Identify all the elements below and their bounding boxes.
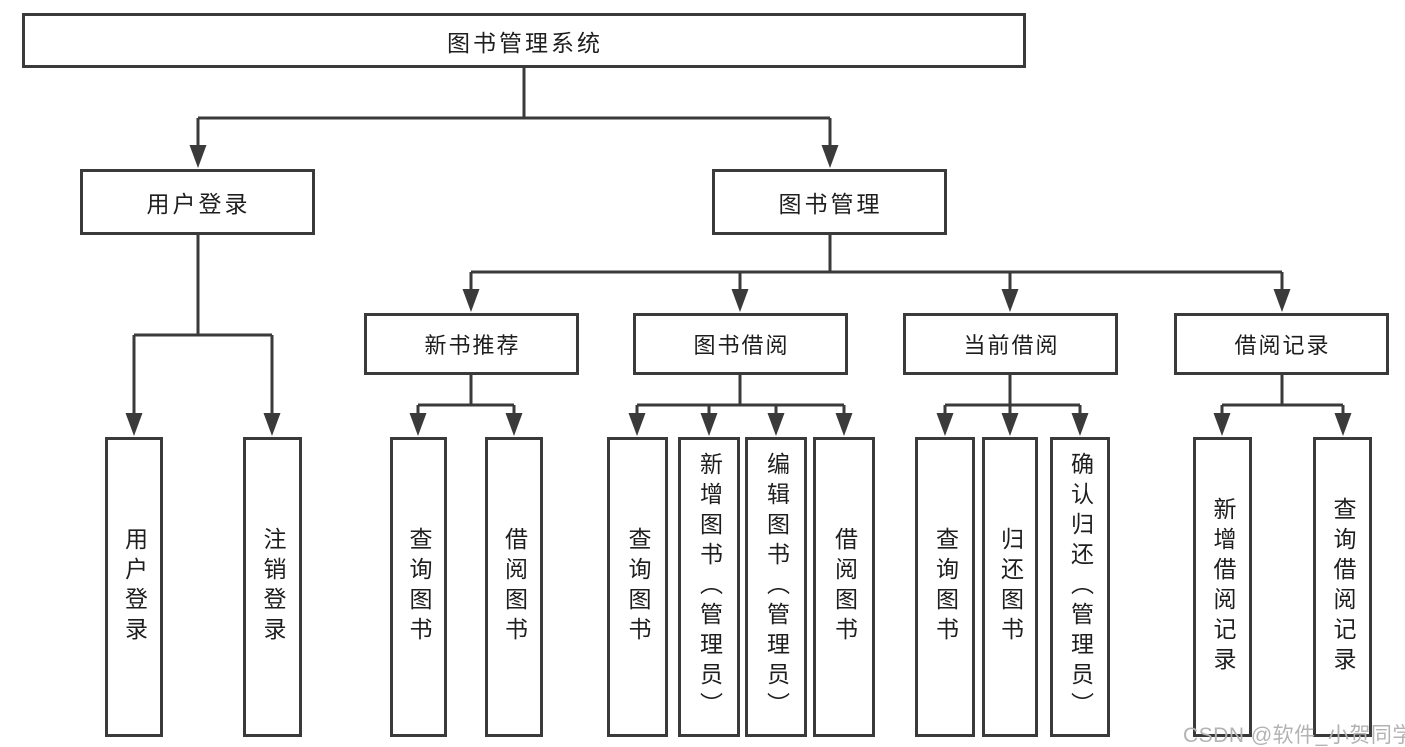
arrow-down-icon [628, 413, 646, 436]
leaf-edit-book-admin-label: 编辑图书（管理员） [763, 452, 790, 722]
leaf-query-books-current-label: 查询图书 [932, 527, 959, 647]
arrow-down-icon [700, 413, 718, 436]
arrow-down-icon [1273, 289, 1291, 312]
arrow-down-icon [462, 289, 480, 312]
node-user-login-label: 用户登录 [146, 191, 251, 217]
arrow-down-icon [835, 413, 853, 436]
leaf-logout-label: 注销登录 [260, 527, 286, 647]
node-new-book-recommend: 新书推荐 [364, 313, 579, 375]
node-new-book-recommend-label: 新书推荐 [424, 333, 521, 358]
connector-root-to-level2 [196, 68, 832, 150]
arrow-down-icon [1001, 413, 1019, 436]
leaf-add-borrow-record-label: 新增借阅记录 [1210, 497, 1236, 677]
arrow-down-icon [189, 145, 207, 168]
arrow-down-icon [1001, 289, 1019, 312]
watermark: CSDN @软件_小贺同学 [1183, 724, 1405, 747]
leaf-return-book: 归还图书 [982, 437, 1038, 737]
leaf-confirm-return-admin-label: 确认归还（管理员） [1067, 452, 1094, 722]
leaf-borrow-books-2-label: 借阅图书 [831, 527, 858, 647]
leaf-query-books-recommend-label: 查询图书 [406, 527, 432, 647]
leaf-borrow-books-recommend: 借阅图书 [485, 437, 543, 737]
node-user-login: 用户登录 [80, 169, 315, 235]
arrowhead-icons [125, 145, 1352, 436]
node-book-borrow-label: 图书借阅 [693, 333, 790, 358]
leaf-query-borrow-record: 查询借阅记录 [1313, 437, 1372, 737]
leaf-logout: 注销登录 [243, 437, 302, 737]
node-book-management-label: 图书管理 [778, 191, 883, 217]
connector-bookmgmt-to-level3 [469, 235, 1284, 294]
node-root: 图书管理系统 [22, 13, 1026, 68]
node-current-borrow-label: 当前借阅 [963, 333, 1060, 358]
leaf-borrow-books-recommend-label: 借阅图书 [501, 527, 528, 647]
leaf-add-borrow-record: 新增借阅记录 [1193, 437, 1252, 737]
arrow-down-icon [1071, 413, 1089, 436]
leaf-query-books-recommend: 查询图书 [390, 437, 447, 737]
arrow-down-icon [505, 413, 523, 436]
leaf-edit-book-admin: 编辑图书（管理员） [745, 437, 807, 737]
arrow-down-icon [1334, 413, 1352, 436]
node-book-management: 图书管理 [712, 169, 947, 235]
leaf-query-books-borrow-label: 查询图书 [625, 527, 651, 647]
arrow-down-icon [409, 413, 427, 436]
leaf-borrow-books-2: 借阅图书 [813, 437, 875, 737]
arrow-down-icon [263, 413, 281, 436]
arrow-down-icon [821, 145, 839, 168]
node-borrow-records-label: 借阅记录 [1234, 333, 1331, 358]
leaf-user-login-label: 用户登录 [121, 527, 148, 647]
leaf-user-login: 用户登录 [105, 437, 163, 737]
leaf-add-book-admin: 新增图书（管理员） [678, 437, 740, 737]
arrow-down-icon [767, 413, 785, 436]
leaf-return-book-label: 归还图书 [997, 527, 1024, 647]
arrow-down-icon [125, 413, 143, 436]
node-root-label: 图书管理系统 [447, 29, 603, 56]
leaf-confirm-return-admin: 确认归还（管理员） [1050, 437, 1110, 737]
arrow-down-icon [936, 413, 954, 436]
leaf-query-books-current: 查询图书 [915, 437, 975, 737]
connector-level3-to-leaves [416, 375, 1345, 418]
arrow-down-icon [1213, 413, 1231, 436]
node-book-borrow: 图书借阅 [633, 313, 848, 375]
arrow-down-icon [731, 289, 749, 312]
leaf-add-book-admin-label: 新增图书（管理员） [696, 452, 723, 722]
leaf-query-books-borrow: 查询图书 [607, 437, 668, 737]
node-current-borrow: 当前借阅 [903, 313, 1118, 375]
node-borrow-records: 借阅记录 [1174, 313, 1389, 375]
connector-userlogin-to-leaves [132, 235, 274, 418]
leaf-query-borrow-record-label: 查询借阅记录 [1330, 497, 1356, 677]
